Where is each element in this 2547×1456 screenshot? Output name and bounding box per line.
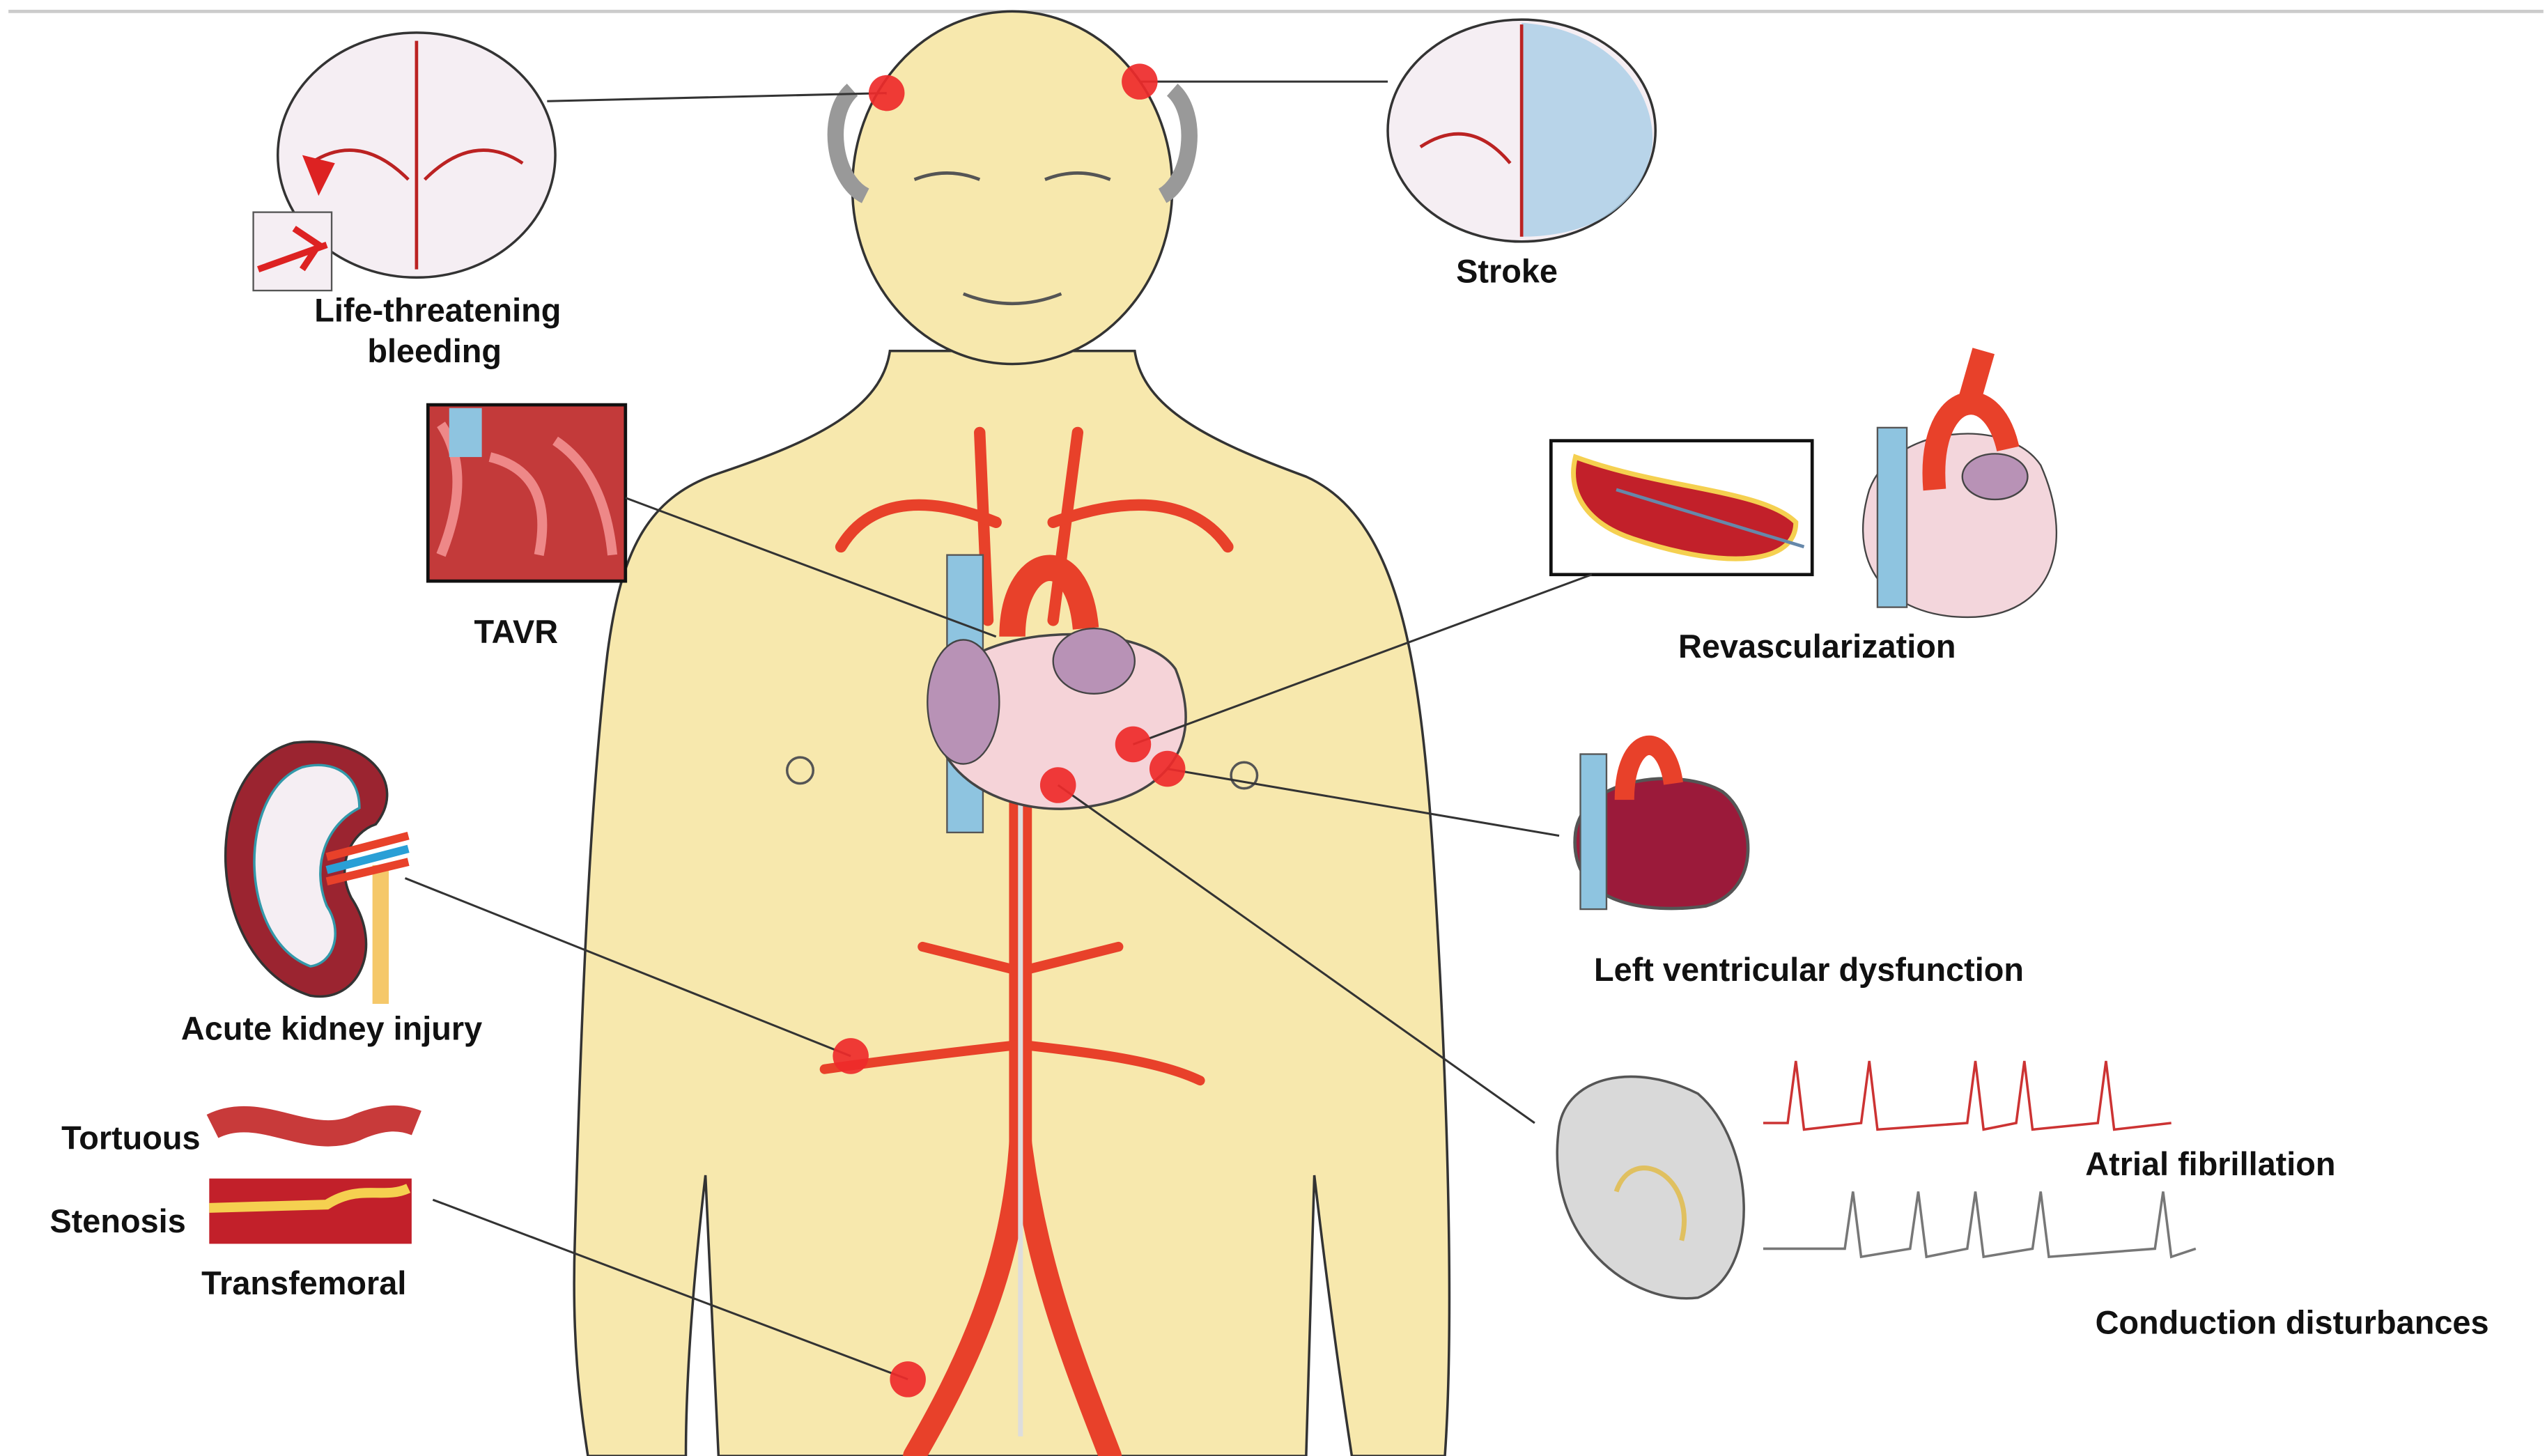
label-tortuous: Tortuous	[61, 1120, 201, 1156]
head	[851, 10, 1174, 366]
marker-stroke	[1122, 63, 1158, 100]
revascularization-inset	[1549, 348, 2058, 618]
brain-bleeding-icon	[252, 31, 557, 292]
label-stroke: Stroke	[1456, 253, 1558, 289]
label-afib: Atrial fibrillation	[2085, 1146, 2335, 1182]
label-kidney: Acute kidney injury	[181, 1011, 482, 1047]
brain-stroke-icon	[1386, 18, 1657, 243]
label-lv-dysfunction: Left ventricular dysfunction	[1594, 952, 2024, 988]
vessel-icons	[206, 1105, 421, 1244]
marker-femoral	[890, 1361, 926, 1397]
marker-bleeding	[868, 75, 905, 111]
label-bleeding-1: Life-threatening	[314, 293, 561, 329]
marker-kidney	[833, 1038, 869, 1074]
tavr-inset	[426, 403, 628, 583]
heart-illustration	[927, 554, 1187, 834]
leader-lines	[404, 80, 1593, 1381]
conduction-heart	[1556, 1075, 1745, 1300]
conduction-ecg-trace	[1763, 1191, 2197, 1259]
label-conduction: Conduction disturbances	[2096, 1304, 2489, 1340]
afib-ecg-trace	[1763, 1060, 2171, 1131]
label-transfemoral: Transfemoral	[201, 1265, 406, 1301]
label-revascularization: Revascularization	[1678, 628, 1956, 665]
complication-markers	[833, 63, 1186, 1397]
marker-conduction	[1039, 767, 1076, 803]
tortuous-vessel	[206, 1105, 421, 1147]
arterial-tree	[819, 426, 1234, 1456]
marker-lv	[1149, 750, 1186, 787]
kidney-icon	[224, 741, 410, 1004]
label-stenosis: Stenosis	[49, 1203, 185, 1239]
label-tavr: TAVR	[474, 614, 559, 650]
label-bleeding-2: bleeding	[367, 333, 502, 369]
marker-revascularization	[1115, 726, 1152, 763]
lv-dysfunction-heart	[1573, 735, 1750, 911]
